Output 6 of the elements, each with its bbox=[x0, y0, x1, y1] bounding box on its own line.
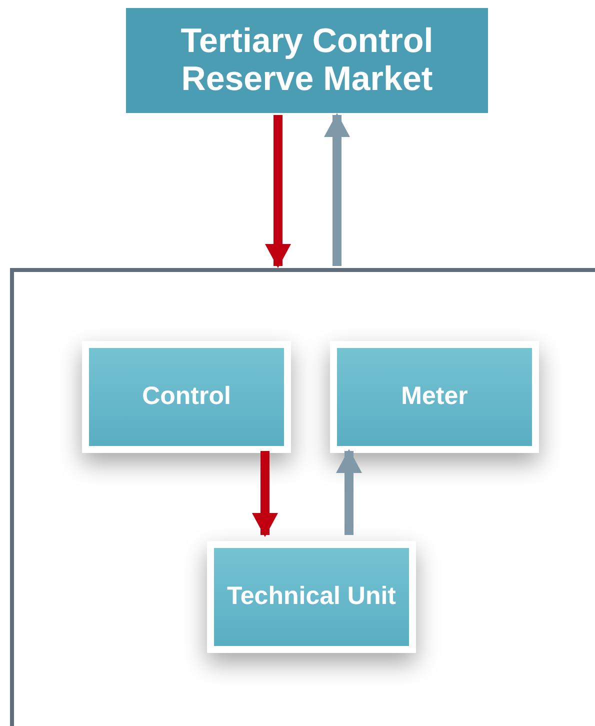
arrow bbox=[265, 115, 291, 268]
arrow bbox=[252, 451, 278, 537]
panel-frame bbox=[10, 268, 595, 726]
title-box: Tertiary Control Reserve Market bbox=[126, 8, 488, 113]
arrow bbox=[336, 449, 362, 535]
arrow bbox=[324, 113, 350, 266]
